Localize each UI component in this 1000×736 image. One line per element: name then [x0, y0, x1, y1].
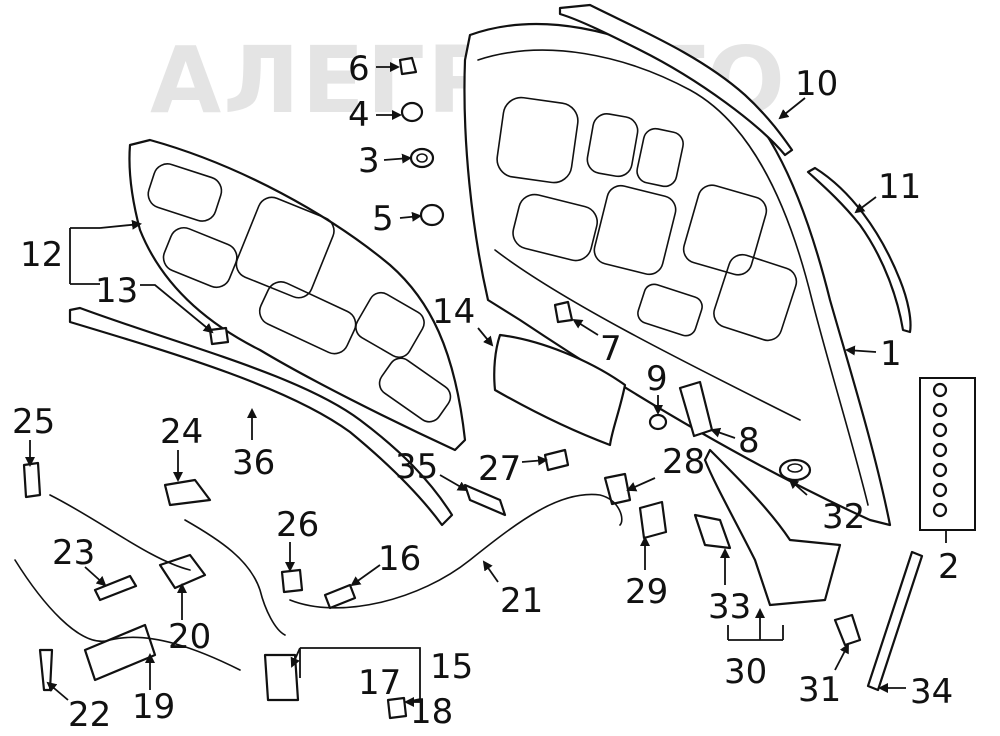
- callout-15: 15: [430, 647, 473, 687]
- callout-2: 2: [938, 547, 960, 587]
- front-seal-strip: [558, 3, 794, 157]
- bracket-24: [163, 478, 212, 507]
- callout-13: 13: [95, 271, 138, 311]
- clip-28: [603, 472, 632, 506]
- clip-6: [398, 56, 418, 76]
- bracket-33: [693, 513, 732, 550]
- bumper-32: [778, 458, 812, 482]
- clip-35: [463, 483, 507, 517]
- callout-9: 9: [646, 359, 668, 399]
- cable-upper: [49, 494, 191, 571]
- callout-28: 28: [662, 442, 705, 482]
- callout-25: 25: [12, 402, 55, 442]
- cable-mid: [184, 519, 286, 636]
- callout-14: 14: [432, 292, 475, 332]
- callout-7: 7: [600, 329, 622, 369]
- hinge-30: [703, 448, 842, 607]
- callout-18: 18: [410, 692, 453, 732]
- insulation-pad: [128, 138, 467, 452]
- bracket-29: [638, 500, 668, 540]
- callout-10: 10: [795, 64, 838, 104]
- callout-20: 20: [168, 617, 211, 657]
- grommet-5: [419, 203, 445, 227]
- clip-27: [543, 448, 570, 472]
- callout-29: 29: [625, 572, 668, 612]
- cover-23: [93, 574, 138, 602]
- callout-35: 35: [395, 447, 438, 487]
- release-cable-21: [289, 493, 623, 609]
- bolt-set-box: [919, 377, 976, 531]
- latch-20: [158, 553, 207, 590]
- sound-pad: [493, 333, 627, 447]
- callout-34: 34: [910, 672, 953, 712]
- callout-21: 21: [500, 581, 543, 621]
- callout-11: 11: [878, 167, 921, 207]
- callout-3: 3: [358, 141, 380, 181]
- hood-panel: [463, 22, 892, 527]
- callout-30: 30: [724, 652, 767, 692]
- switch-15: [263, 653, 300, 702]
- callout-33: 33: [708, 587, 751, 627]
- callout-17: 17: [358, 663, 401, 703]
- clip-25: [22, 461, 42, 499]
- callout-12: 12: [20, 235, 63, 275]
- callout-31: 31: [798, 670, 841, 710]
- clip-7: [553, 300, 574, 324]
- side-seal: [806, 166, 912, 334]
- callout-36: 36: [232, 443, 275, 483]
- callout-6: 6: [348, 49, 370, 89]
- callout-8: 8: [738, 421, 760, 461]
- callout-24: 24: [160, 412, 203, 452]
- bolt-31: [833, 613, 862, 647]
- callout-16: 16: [378, 539, 421, 579]
- leader-lines: [25, 62, 947, 707]
- grommet-3: [409, 147, 435, 169]
- strut-34: [866, 550, 924, 692]
- clip-9: [648, 413, 668, 431]
- clip-13: [208, 326, 230, 346]
- latch-19: [83, 623, 157, 682]
- weatherstrip: [68, 306, 454, 527]
- callout-23: 23: [52, 533, 95, 573]
- callout-32: 32: [822, 497, 865, 537]
- cable-lower: [14, 559, 241, 671]
- callout-5: 5: [372, 199, 394, 239]
- connector-18: [386, 696, 408, 720]
- callout-27: 27: [478, 449, 521, 489]
- clip-26: [280, 568, 304, 594]
- callout-1: 1: [880, 334, 902, 374]
- callout-26: 26: [276, 505, 319, 545]
- callout-4: 4: [348, 95, 370, 135]
- callout-22: 22: [68, 695, 111, 735]
- callout-19: 19: [132, 687, 175, 727]
- bolt-set-2: [932, 382, 948, 518]
- bolt-16: [323, 583, 357, 610]
- plug-4: [400, 101, 424, 123]
